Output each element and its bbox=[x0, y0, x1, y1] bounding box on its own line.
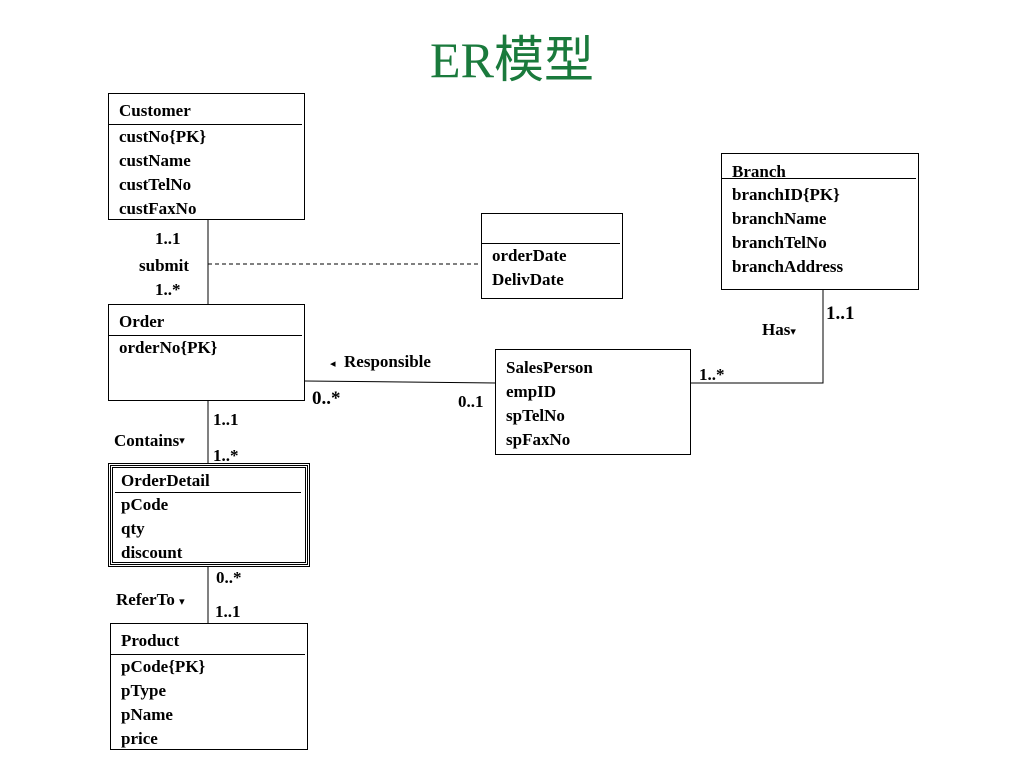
entity-submit-association[interactable]: orderDate DelivDate bbox=[481, 213, 623, 299]
relationship-name: Contains bbox=[114, 431, 180, 450]
relationship-label-referto: ReferTo ▾ bbox=[116, 590, 185, 612]
attribute: DelivDate bbox=[492, 270, 564, 289]
multiplicity-label: 0..* bbox=[312, 388, 341, 409]
entity-name: OrderDetail bbox=[115, 466, 301, 493]
relationship-name: ReferTo bbox=[116, 590, 175, 609]
attribute: pCode bbox=[121, 495, 169, 514]
attribute: spTelNo bbox=[506, 406, 565, 425]
multiplicity-label: 1..* bbox=[213, 446, 239, 465]
entity-product[interactable]: Product pCode{PK} pType pName price bbox=[110, 623, 308, 750]
responsible-line bbox=[304, 380, 497, 384]
arrow-left-icon: ◂ bbox=[330, 358, 336, 370]
attribute: custNo{PK} bbox=[119, 127, 207, 146]
multiplicity-label: 1..* bbox=[155, 280, 181, 299]
entity-order[interactable]: Order orderNo{PK} bbox=[108, 304, 305, 401]
attribute: price bbox=[121, 729, 158, 748]
page-title: ER模型 bbox=[430, 32, 594, 88]
multiplicity-label: 0..1 bbox=[458, 392, 484, 411]
attribute: branchName bbox=[732, 209, 827, 228]
arrow-down-icon: ▾ bbox=[179, 596, 185, 608]
multiplicity-label: 1..* bbox=[699, 365, 725, 384]
entity-name: SalesPerson bbox=[506, 358, 593, 377]
entity-orderdetail[interactable]: OrderDetail pCode qty discount bbox=[108, 463, 310, 567]
arrow-down-icon: ▾ bbox=[179, 435, 185, 447]
relationship-label-responsible: ◂ Responsible bbox=[330, 352, 431, 374]
entity-customer[interactable]: Customer custNo{PK} custName custTelNo c… bbox=[108, 93, 305, 220]
attribute: custFaxNo bbox=[119, 199, 197, 218]
attribute: branchTelNo bbox=[732, 233, 827, 252]
attribute: branchAddress bbox=[732, 257, 844, 276]
relationship-label-submit: submit bbox=[139, 256, 190, 275]
multiplicity-label: 1..1 bbox=[826, 303, 855, 324]
attribute: orderDate bbox=[492, 246, 567, 265]
entity-salesperson[interactable]: SalesPerson empID spTelNo spFaxNo bbox=[495, 349, 691, 455]
entity-branch[interactable]: Branch branchID{PK} branchName branchTel… bbox=[721, 153, 919, 290]
multiplicity-label: 1..1 bbox=[215, 602, 241, 621]
multiplicity-label: 0..* bbox=[216, 568, 242, 587]
relationship-name: Responsible bbox=[344, 352, 431, 371]
multiplicity-label: 1..1 bbox=[213, 410, 239, 429]
entity-name bbox=[482, 214, 620, 244]
attribute: custTelNo bbox=[119, 175, 192, 194]
attribute: qty bbox=[121, 519, 145, 538]
attribute: pName bbox=[121, 705, 173, 724]
entity-name: Product bbox=[111, 624, 305, 655]
relationship-label-contains: Contains▾ bbox=[114, 431, 185, 451]
relationship-name: Has bbox=[762, 320, 791, 339]
has-line bbox=[690, 290, 824, 384]
attribute: orderNo{PK} bbox=[119, 338, 218, 357]
multiplicity-label: 1..1 bbox=[155, 229, 181, 248]
entity-name: Branch bbox=[722, 154, 916, 181]
entity-name: Order bbox=[109, 305, 302, 336]
attribute: spFaxNo bbox=[506, 430, 571, 449]
arrow-down-icon: ▾ bbox=[790, 326, 796, 338]
attribute: empID bbox=[506, 382, 557, 401]
attribute: pCode{PK} bbox=[121, 657, 206, 676]
attribute: custName bbox=[119, 151, 191, 170]
entity-name: Customer bbox=[109, 94, 302, 125]
attribute: discount bbox=[121, 543, 183, 562]
attribute: pType bbox=[121, 681, 167, 700]
relationship-label-has: Has▾ bbox=[762, 320, 796, 342]
attribute: branchID{PK} bbox=[732, 185, 840, 204]
